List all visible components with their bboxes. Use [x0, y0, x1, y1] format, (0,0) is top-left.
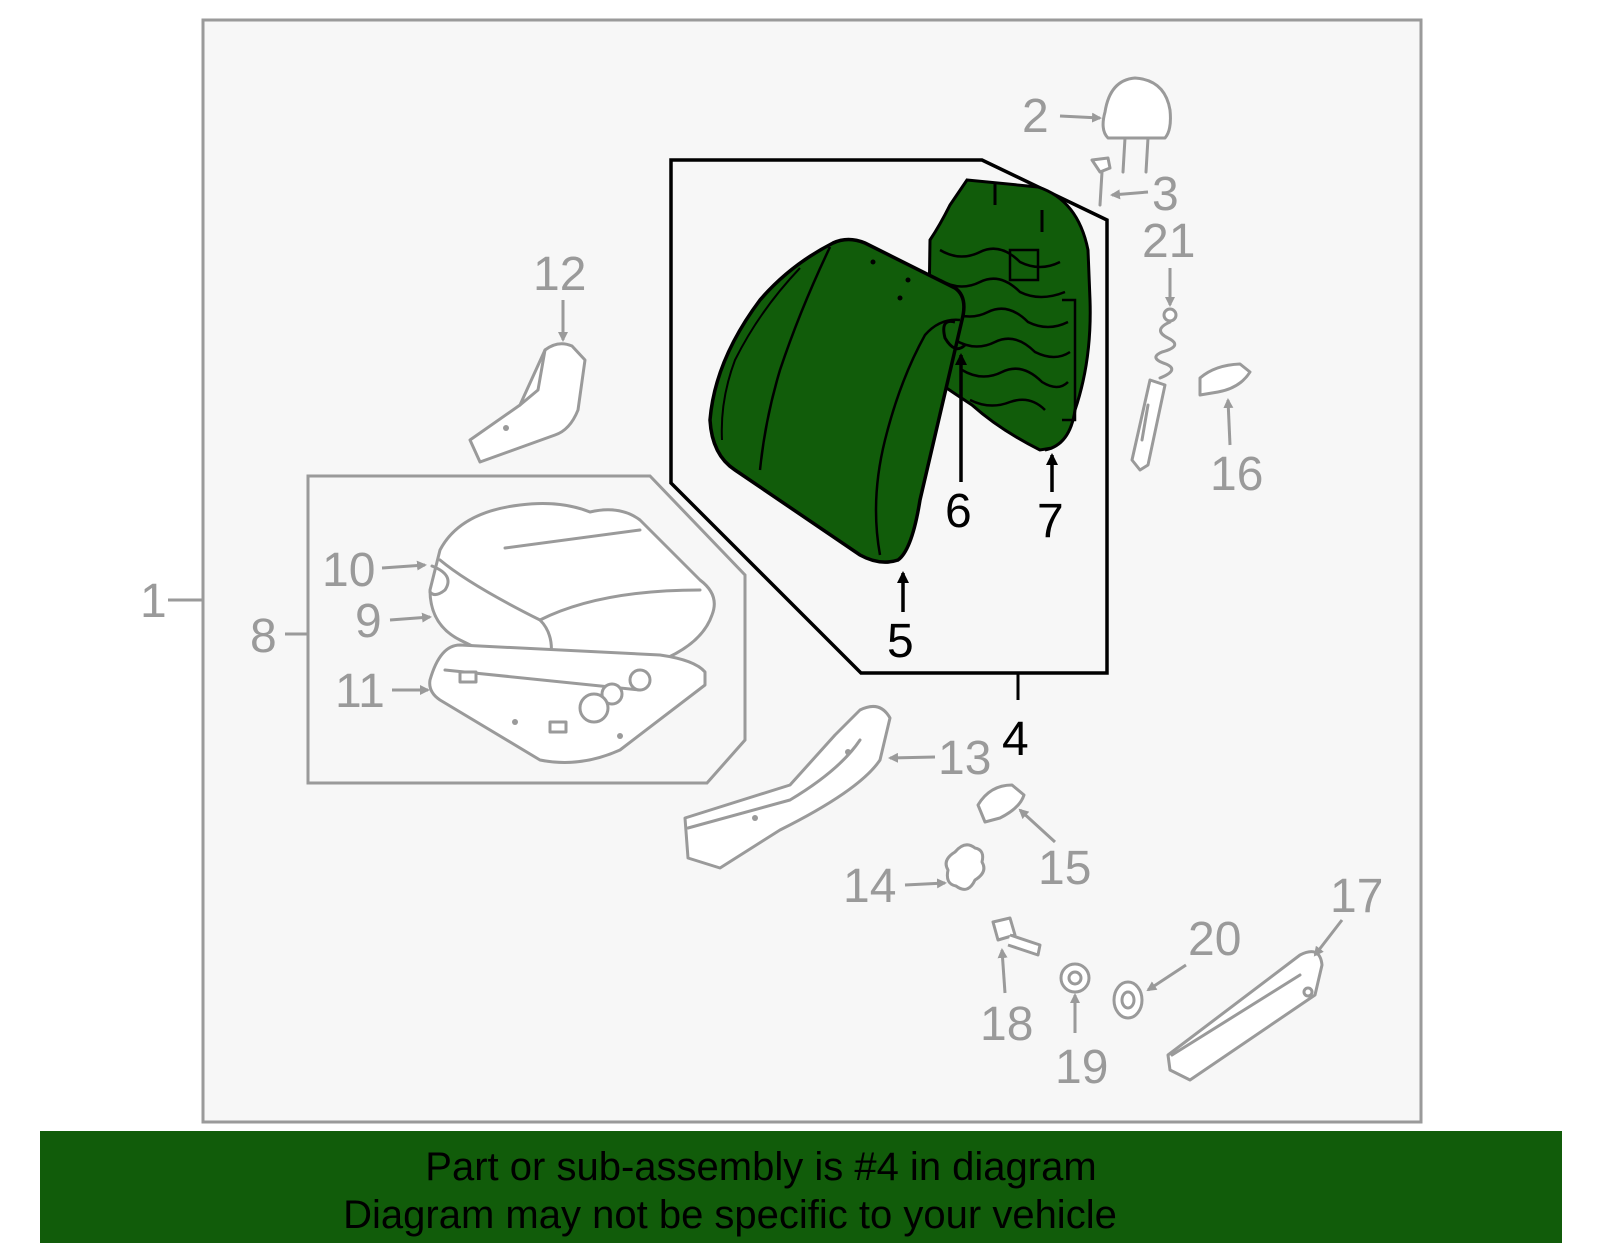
- arrow-18: [997, 948, 1008, 994]
- pad-part-6: [942, 319, 967, 351]
- callout-10: 10: [322, 544, 375, 597]
- cushion-frame-part-11: [428, 643, 707, 764]
- seat-back-frame-part-7: [926, 178, 1092, 452]
- nut-part-19: [1059, 962, 1091, 994]
- callout-15: 15: [1038, 842, 1091, 895]
- callout-17: 17: [1330, 870, 1383, 923]
- arrow-13: [888, 752, 936, 763]
- arrow-17: [1313, 919, 1344, 957]
- arrow-14: [904, 878, 947, 889]
- headrest-part-2: [1101, 76, 1172, 174]
- callout-14: 14: [843, 860, 896, 913]
- guide-part-3: [1090, 156, 1112, 207]
- banner-line-2: Diagram may not be specific to your vehi…: [343, 1193, 1117, 1237]
- callout-7: 7: [1037, 495, 1064, 548]
- callout-3: 3: [1152, 168, 1179, 221]
- lever-part-15: [976, 783, 1026, 824]
- callout-19: 19: [1055, 1041, 1108, 1094]
- arrow-10: [381, 560, 427, 571]
- callout-5: 5: [887, 615, 914, 668]
- banner-line-1: Part or sub-assembly is #4 in diagram: [425, 1145, 1096, 1189]
- side-cover-part-13: [683, 704, 892, 870]
- callout-16: 16: [1210, 448, 1263, 501]
- callout-6: 6: [945, 485, 972, 538]
- callout-12: 12: [533, 248, 586, 301]
- bolt-part-18: [991, 916, 1042, 957]
- arrow-16: [1223, 398, 1234, 446]
- washer-part-20: [1112, 980, 1144, 1020]
- callout-1: 1: [140, 575, 167, 628]
- arrow-20: [1146, 963, 1187, 992]
- callout-2: 2: [1022, 90, 1049, 143]
- callout-13: 13: [938, 732, 991, 785]
- callout-11: 11: [335, 665, 385, 718]
- callout-9: 9: [355, 595, 382, 648]
- callout-21: 21: [1142, 215, 1195, 268]
- info-banner: [40, 1131, 1562, 1243]
- side-shield-part-12: [468, 342, 587, 464]
- arrow-15: [1018, 808, 1057, 844]
- side-trim-part-17: [1166, 950, 1324, 1082]
- arrow-9: [389, 612, 432, 623]
- callout-18: 18: [980, 998, 1033, 1051]
- callout-20: 20: [1188, 913, 1241, 966]
- arrow-2: [1059, 112, 1102, 123]
- knob-part-16: [1198, 362, 1252, 397]
- callout-8: 8: [250, 610, 277, 663]
- callout-4: 4: [1002, 713, 1029, 766]
- recliner-spring-part-21: [1130, 307, 1178, 472]
- arrow-3: [1110, 189, 1149, 200]
- clip-part-14: [944, 843, 986, 891]
- seat-back-cushion-part-5: [708, 237, 966, 564]
